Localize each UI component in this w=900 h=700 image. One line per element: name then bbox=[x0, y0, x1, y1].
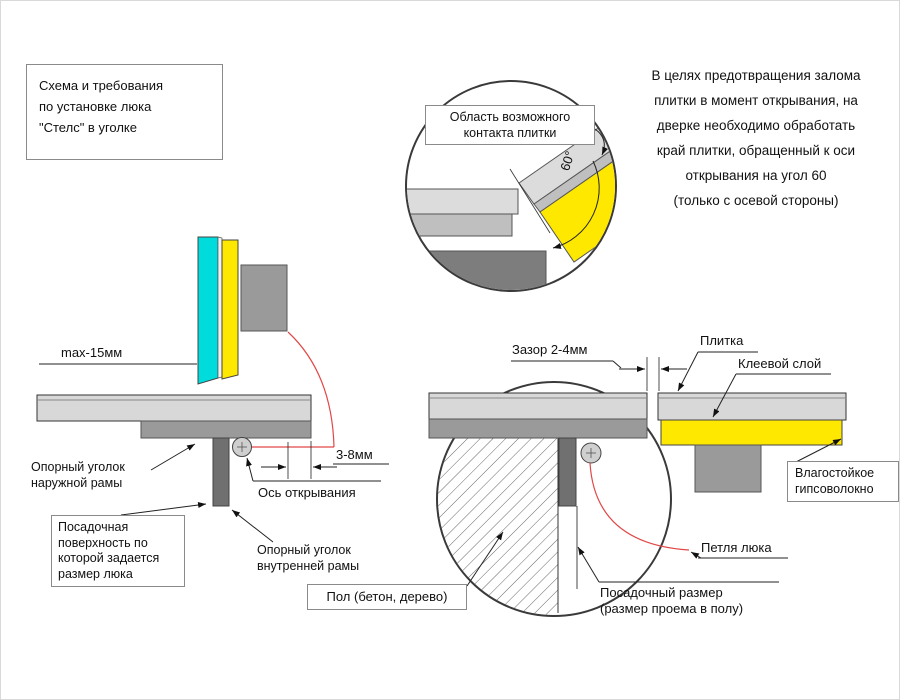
door-gypsum-yellow bbox=[660, 419, 843, 446]
note-line: плитки в момент открывания, на bbox=[654, 93, 858, 108]
inner-frame-leader bbox=[231, 509, 274, 543]
outer-frame-line: наружной рамы bbox=[31, 475, 123, 490]
right-swing-arc bbox=[589, 462, 690, 551]
outer-frame-label: Опорный уголок наружной рамы bbox=[31, 460, 125, 491]
max-15mm-label: max-15мм bbox=[61, 345, 123, 360]
gypsum-fiber-line: Влагостойкое bbox=[795, 466, 875, 480]
detail-cut-line bbox=[509, 168, 551, 234]
detail-contact-label: Область возможного контакта плитки bbox=[425, 105, 595, 145]
seat-size-line: (размер проема в полу) bbox=[600, 601, 744, 616]
right-frame-angle bbox=[428, 418, 648, 439]
seating-surface-label: Посадочная поверхность по которой задает… bbox=[51, 515, 185, 587]
tile-label: Плитка bbox=[700, 333, 744, 348]
note-line: открывания на угол 60 bbox=[685, 168, 827, 183]
seating-line: Посадочная bbox=[58, 520, 129, 534]
inner-frame-line: Опорный уголок bbox=[257, 543, 351, 557]
seating-line: поверхность по bbox=[58, 535, 148, 550]
title-line: Схема и требования bbox=[39, 78, 164, 93]
gypsum-fiber-label: Влагостойкое гипсоволокно bbox=[787, 461, 899, 502]
hinge-label: Петля люка bbox=[701, 540, 772, 555]
left-diagram bbox=[36, 236, 389, 543]
axis-label: Ось открывания bbox=[258, 485, 356, 500]
seat-size-label: Посадочный размер (размер проема в полу) bbox=[600, 585, 743, 617]
glue-layer-label: Клеевой слой bbox=[738, 356, 822, 371]
gap-shelf-link bbox=[612, 360, 622, 369]
left-hinge-bracket bbox=[240, 264, 288, 332]
title-box: Схема и требования по установке люка "Ст… bbox=[26, 64, 223, 160]
title-line: по установке люка bbox=[39, 99, 152, 114]
door-hinge-bracket bbox=[694, 444, 762, 493]
detail-floor-tile bbox=[407, 188, 519, 215]
floor-leader bbox=[466, 531, 504, 587]
title-line: "Стелс" в уголке bbox=[39, 120, 137, 135]
note-text: В целях предотвращения залома плитки в м… bbox=[619, 63, 893, 213]
outer-frame-line: Опорный уголок bbox=[31, 460, 125, 474]
right-frame-bar bbox=[558, 437, 577, 507]
tile-leader bbox=[677, 351, 699, 392]
gvl-leader bbox=[795, 438, 842, 463]
note-line: (только с осевой стороны) bbox=[673, 193, 839, 208]
note-line: край плитки, обращенный к оси bbox=[656, 143, 856, 158]
detail-floor-glue bbox=[407, 213, 513, 237]
gap-2-4mm-label: Зазор 2-4мм bbox=[512, 342, 588, 357]
seating-leader bbox=[120, 502, 207, 516]
gap-3-8mm-label: 3-8мм bbox=[336, 447, 373, 462]
detail-contact-line: Область возможного bbox=[449, 110, 571, 124]
left-inner-frame-bar bbox=[212, 437, 230, 507]
hinge-leader bbox=[690, 551, 702, 559]
detail-contact-line: контакта плитки bbox=[463, 126, 557, 140]
right-floor-tile-slab bbox=[428, 392, 648, 420]
detail-angle-arc bbox=[552, 160, 600, 249]
axis-leader bbox=[246, 457, 254, 482]
glue-leader bbox=[712, 373, 737, 418]
note-line: В целях предотвращения залома bbox=[651, 68, 861, 83]
seating-line: размер люка bbox=[58, 566, 133, 581]
gypsum-fiber-line: гипсоволокно bbox=[795, 481, 874, 496]
floor-label: Пол (бетон, дерево) bbox=[307, 584, 467, 610]
left-swing-arc bbox=[287, 331, 335, 448]
seat-leader bbox=[577, 546, 600, 583]
outer-frame-leader bbox=[150, 443, 196, 471]
left-floor-slab bbox=[36, 394, 312, 422]
left-door-glue-strip bbox=[217, 236, 223, 379]
seating-line: которой задается bbox=[58, 551, 160, 565]
note-line: дверке необходимо обработать bbox=[656, 118, 856, 133]
seat-size-line: Посадочный размер bbox=[600, 585, 723, 600]
inner-frame-label: Опорный уголок внутренней рамы bbox=[257, 543, 359, 574]
right-diagram bbox=[428, 351, 847, 617]
inner-frame-line: внутренней рамы bbox=[257, 558, 360, 573]
detail-label-leader bbox=[594, 128, 608, 156]
left-door-gypsum-yellow bbox=[221, 239, 239, 380]
left-door-tile-cyan bbox=[197, 236, 219, 385]
left-outer-frame-angle bbox=[140, 420, 312, 439]
detail-door-gypsum bbox=[539, 143, 615, 263]
door-tile-slab bbox=[657, 392, 847, 421]
